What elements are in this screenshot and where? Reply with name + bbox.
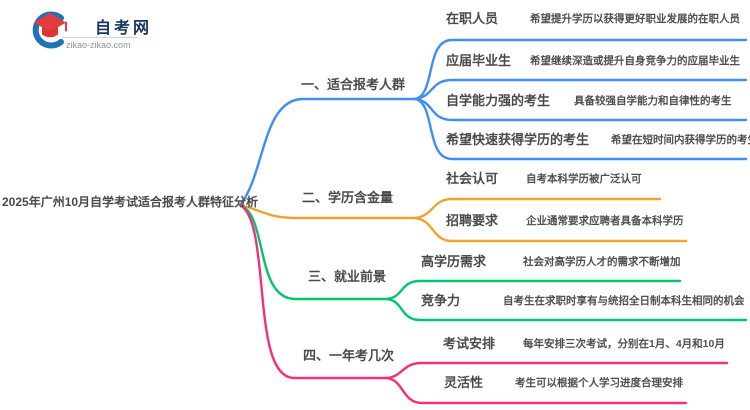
- branch-1-child-2-desc: 希望继续深造或提升自身竞争力的应届毕业生: [530, 55, 740, 67]
- site-logo[interactable]: 自考网 zikao-zikao.com: [26, 6, 186, 58]
- branch-1-child-3-desc: 具备较强自学能力和自律性的考生: [574, 95, 732, 107]
- branch-2-trunk-line: [238, 203, 417, 220]
- branch-3-child-1-keyword: 高学历需求: [421, 254, 487, 269]
- branch-4-child-1-line: [385, 361, 729, 380]
- branch-4-trunk-line: [238, 203, 389, 380]
- branch-2-child-1-line: [413, 197, 662, 220]
- branch-4-child-1-desc: 每年安排三次考试，分别在1月、4月和10月: [523, 338, 725, 350]
- branch-1-trunk-line: [238, 97, 417, 207]
- branch-3-child-2-keyword: 竞争力: [421, 293, 461, 308]
- branch-1-child-2-line: [413, 78, 748, 101]
- branch-3-trunk-line: [238, 203, 389, 301]
- branch-1-child-4-line: [413, 97, 748, 161]
- branch-4-child-2-line: [385, 376, 688, 405]
- branch-4-child-1-keyword: 考试安排: [443, 336, 496, 351]
- graduation-cap-icon: [32, 11, 67, 49]
- logo-domain-url[interactable]: zikao-zikao.com: [66, 40, 131, 50]
- branch-2-lines: [238, 197, 688, 243]
- branch-4-lines: [238, 203, 729, 405]
- branch-2-label: 二、学历含金量: [302, 190, 394, 205]
- branch-1-child-1-desc: 希望提升学历以获得更好职业发展的在职人员: [530, 13, 740, 25]
- branch-2-child-2-keyword: 招聘要求: [446, 213, 499, 228]
- branch-1-label: 一、适合报考人群: [301, 77, 406, 92]
- branch-3-child-1-desc: 社会对高学历人才的需求不断增加: [523, 256, 681, 268]
- branch-3-child-1-line: [385, 279, 682, 301]
- branch-3-label: 三、就业前景: [308, 269, 387, 284]
- branch-2-child-2-desc: 企业通常要求应聘者具备本科学历: [526, 215, 684, 227]
- branch-2-child-1-desc: 自考本科学历被广泛认可: [526, 173, 642, 185]
- mindmap-root-title: 2025年广州10月自学考试适合报考人群特征分析: [2, 195, 259, 209]
- branch-4-label: 四、一年考几次: [303, 348, 395, 363]
- branch-1-child-2-keyword: 应届毕业生: [446, 53, 512, 68]
- branch-1-child-1-line: [413, 38, 748, 101]
- branch-1-child-3-keyword: 自学能力强的考生: [446, 93, 551, 108]
- branch-2-child-2-line: [413, 216, 688, 243]
- branch-3-lines: [238, 203, 748, 322]
- branch-1-child-4-keyword: 希望快速获得学历的考生: [446, 132, 590, 147]
- branch-3-child-2-desc: 自考生在求职时享有与统招全日制本科生相同的机会: [503, 295, 745, 307]
- logo-site-name[interactable]: 自考网: [95, 20, 153, 37]
- branch-1-child-1-keyword: 在职人员: [446, 11, 499, 26]
- branch-2-child-1-keyword: 社会认可: [446, 171, 499, 186]
- branch-4-child-2-desc: 考生可以根据个人学习进度合理安排: [515, 377, 683, 389]
- logo-divider: [63, 37, 137, 38]
- branch-4-child-2-keyword: 灵活性: [444, 375, 484, 390]
- branch-1-lines: [238, 38, 748, 207]
- branch-1-child-4-desc: 希望在短时间内获得学历的考生: [611, 134, 750, 146]
- branch-3-child-2-line: [385, 297, 748, 322]
